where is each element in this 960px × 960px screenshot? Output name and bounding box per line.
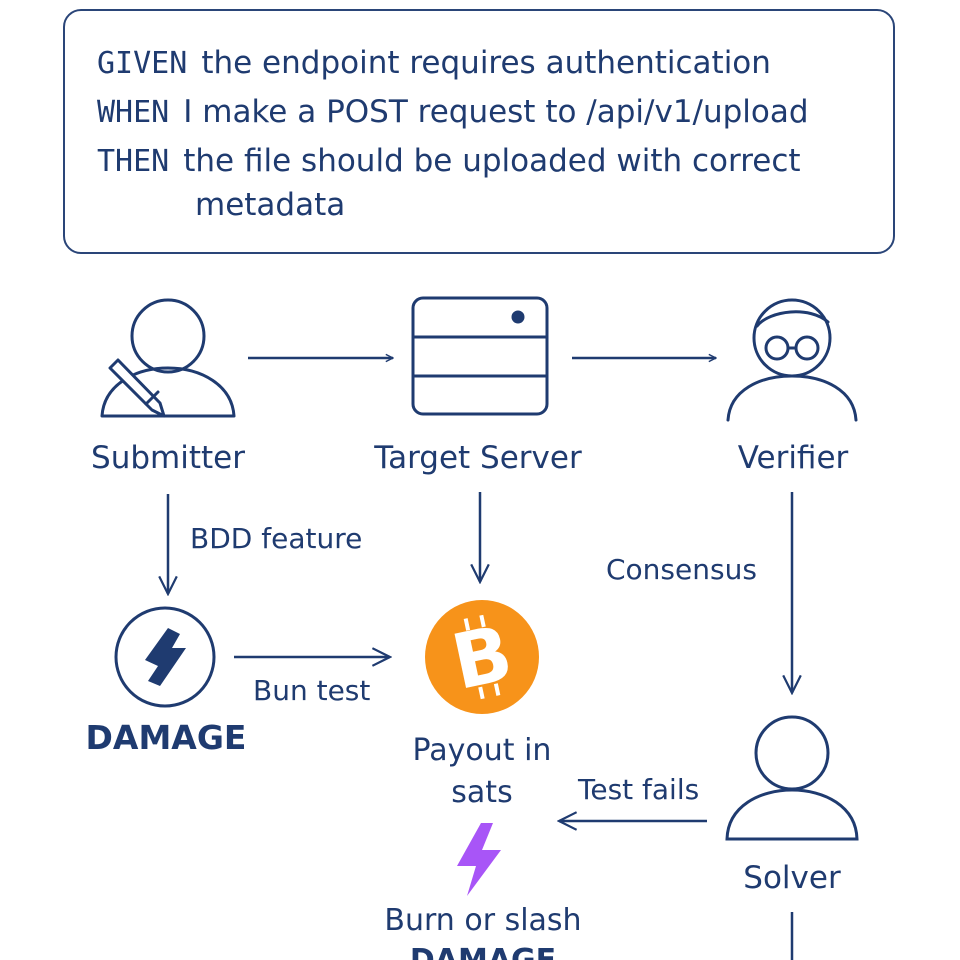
test-fails-label: Test fails [577, 773, 699, 806]
solver-label: Solver [743, 860, 841, 896]
consensus-label: Consensus [606, 553, 757, 586]
then-keyword: THEN [97, 144, 170, 179]
bitcoin-icon: B [425, 600, 539, 714]
lightning-icon [457, 823, 501, 896]
submitter-label: Submitter [91, 440, 245, 476]
bun-test-label: Bun test [253, 674, 370, 707]
when-keyword: WHEN [97, 95, 170, 130]
bdd-feature-label: BDD feature [190, 522, 362, 555]
scenario-box: GIVEN the endpoint requires authenticatio… [63, 9, 895, 254]
when-text: I make a POST request to /api/v1/upload [183, 94, 809, 130]
verifier-label: Verifier [738, 440, 849, 476]
given-text: the endpoint requires authentication [201, 45, 771, 81]
burn-label-line1: Burn or slash [384, 903, 581, 938]
server-icon [411, 296, 549, 416]
then-continuation: metadata [195, 187, 346, 223]
given-keyword: GIVEN [97, 46, 188, 81]
payout-label-line1: Payout in [413, 733, 552, 768]
person-with-pen-icon [100, 298, 236, 418]
damage-label: DAMAGE [86, 718, 247, 757]
when-line: WHEN I make a POST request to /api/v1/upl… [97, 94, 809, 130]
burn-label-line2: DAMAGE [410, 943, 556, 960]
person-icon [725, 715, 859, 841]
then-text: the file should be uploaded with correct [183, 143, 801, 179]
person-with-glasses-icon [726, 298, 858, 422]
payout-label-line2: sats [451, 775, 512, 810]
then-line: THEN the file should be uploaded with cor… [97, 143, 801, 179]
lightning-circle-icon [114, 606, 216, 708]
target-server-label: Target Server [373, 440, 582, 476]
given-line: GIVEN the endpoint requires authenticatio… [97, 45, 771, 81]
